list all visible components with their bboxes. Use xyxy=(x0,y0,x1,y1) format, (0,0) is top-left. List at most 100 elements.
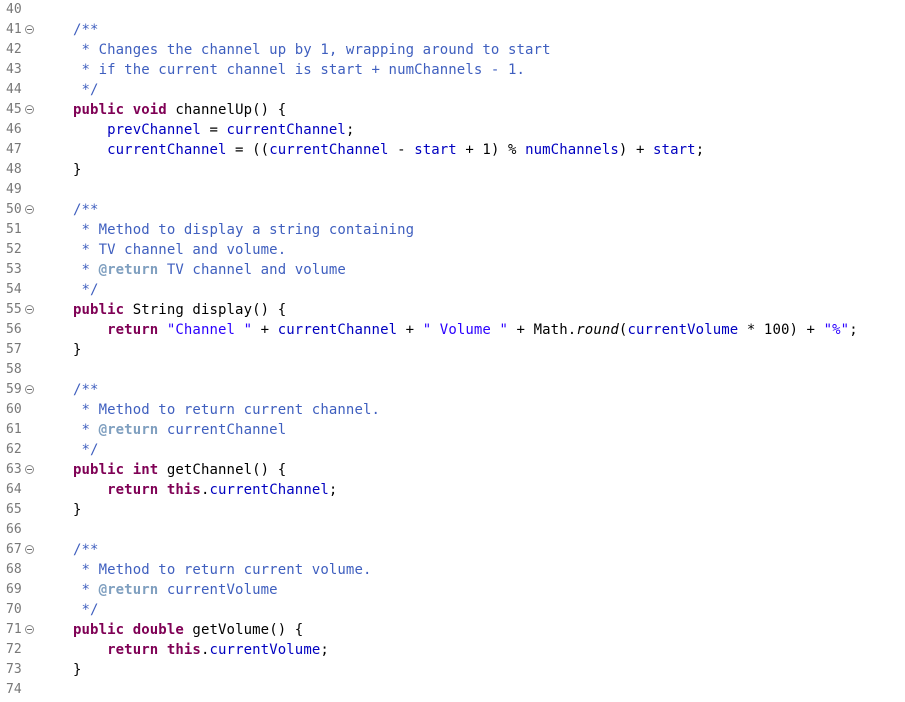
fold-collapse-icon[interactable] xyxy=(25,625,34,634)
field-token: currentChannel xyxy=(277,322,398,338)
code-text: public void channelUp() { xyxy=(73,100,286,120)
code-text: return this.currentChannel; xyxy=(73,480,337,500)
field-token: start xyxy=(414,142,457,158)
code-token xyxy=(73,482,107,498)
line-number: 40 xyxy=(6,2,22,17)
line-number: 47 xyxy=(6,142,22,157)
code-line[interactable]: 65} xyxy=(0,500,905,520)
code-line[interactable]: 69 * @return currentVolume xyxy=(0,580,905,600)
code-token: ; xyxy=(320,642,329,658)
line-number: 70 xyxy=(6,602,22,617)
code-line[interactable]: 45 public void channelUp() { xyxy=(0,100,905,120)
code-line[interactable]: 57} xyxy=(0,340,905,360)
code-token: - xyxy=(388,142,415,158)
line-number: 45 xyxy=(6,102,22,117)
comment-token: * Method to return current volume. xyxy=(73,562,372,578)
line-number: 49 xyxy=(6,182,22,197)
code-line[interactable]: 48} xyxy=(0,160,905,180)
code-line[interactable]: 56 return "Channel " + currentChannel + … xyxy=(0,320,905,340)
code-line[interactable]: 54 */ xyxy=(0,280,905,300)
code-line[interactable]: 59/** xyxy=(0,380,905,400)
code-line[interactable]: 40 xyxy=(0,0,905,20)
keyword-token: public xyxy=(73,462,125,478)
code-line[interactable]: 51 * Method to display a string containi… xyxy=(0,220,905,240)
code-token xyxy=(124,622,133,638)
line-number: 68 xyxy=(6,562,22,577)
comment-token: /** xyxy=(73,22,99,38)
code-token: ( xyxy=(618,322,628,338)
code-line[interactable]: 70 */ xyxy=(0,600,905,620)
code-token: ; xyxy=(328,482,338,498)
code-text: * Method to display a string containing xyxy=(73,220,415,240)
code-line[interactable]: 52 * TV channel and volume. xyxy=(0,240,905,260)
code-text: /** xyxy=(73,540,99,560)
field-token: currentChannel xyxy=(107,142,227,158)
code-line[interactable]: 58 xyxy=(0,360,905,380)
line-number: 54 xyxy=(6,282,22,297)
line-number: 56 xyxy=(6,322,22,337)
keyword-token: public xyxy=(73,622,125,638)
code-token: ; xyxy=(695,142,705,158)
line-number: 66 xyxy=(6,522,22,537)
code-line[interactable]: 66 xyxy=(0,520,905,540)
code-line[interactable]: 62 */ xyxy=(0,440,905,460)
code-line[interactable]: 43 * if the current channel is start + n… xyxy=(0,60,905,80)
fold-collapse-icon[interactable] xyxy=(25,465,34,474)
code-line[interactable]: 50/** xyxy=(0,200,905,220)
code-line[interactable]: 72 return this.currentVolume; xyxy=(0,640,905,660)
keyword-token: public xyxy=(73,302,125,318)
line-number: 53 xyxy=(6,262,22,277)
code-token xyxy=(73,142,107,158)
code-line[interactable]: 44 */ xyxy=(0,80,905,100)
line-number: 51 xyxy=(6,222,22,237)
fold-collapse-icon[interactable] xyxy=(25,545,34,554)
code-token: } xyxy=(73,162,82,178)
code-token: } xyxy=(73,342,82,358)
code-line[interactable]: 53 * @return TV channel and volume xyxy=(0,260,905,280)
line-number: 42 xyxy=(6,42,22,57)
code-line[interactable]: 46 prevChannel = currentChannel; xyxy=(0,120,905,140)
line-number: 43 xyxy=(6,62,22,77)
code-line[interactable]: 74 xyxy=(0,680,905,700)
code-line[interactable]: 41/** xyxy=(0,20,905,40)
javadoc-tag-token: @return xyxy=(98,262,159,278)
line-number: 60 xyxy=(6,402,22,417)
code-line[interactable]: 68 * Method to return current volume. xyxy=(0,560,905,580)
code-line[interactable]: 64 return this.currentChannel; xyxy=(0,480,905,500)
code-line[interactable]: 67 /** xyxy=(0,540,905,560)
code-line[interactable]: 60 * Method to return current channel. xyxy=(0,400,905,420)
code-line[interactable]: 61 * @return currentChannel xyxy=(0,420,905,440)
field-token: currentVolume xyxy=(209,642,321,658)
fold-collapse-icon[interactable] xyxy=(25,305,34,314)
fold-collapse-icon[interactable] xyxy=(25,385,34,394)
keyword-token: return xyxy=(107,322,159,338)
comment-token: * TV channel and volume. xyxy=(73,242,287,258)
line-number: 44 xyxy=(6,82,22,97)
code-text: * Changes the channel up by 1, wrapping … xyxy=(73,40,551,60)
code-line[interactable]: 73} xyxy=(0,660,905,680)
fold-collapse-icon[interactable] xyxy=(25,25,34,34)
code-text: * @return currentChannel xyxy=(73,420,287,440)
line-number: 63 xyxy=(6,462,22,477)
code-line[interactable]: 49 xyxy=(0,180,905,200)
fold-collapse-icon[interactable] xyxy=(25,205,34,214)
field-token: prevChannel xyxy=(107,122,201,138)
code-token: + xyxy=(397,322,423,338)
code-text: /** xyxy=(73,20,99,40)
javadoc-tag-token: @return xyxy=(98,582,159,598)
keyword-token: int xyxy=(132,462,159,478)
code-line[interactable]: 47 currentChannel = ((currentChannel - s… xyxy=(0,140,905,160)
javadoc-tag-token: @return xyxy=(98,422,159,438)
code-token: = xyxy=(200,122,227,138)
fold-collapse-icon[interactable] xyxy=(25,105,34,114)
code-text: */ xyxy=(73,440,99,460)
line-number: 67 xyxy=(6,542,22,557)
line-number: 46 xyxy=(6,122,22,137)
code-token: . xyxy=(200,482,210,498)
code-line[interactable]: 42 * Changes the channel up by 1, wrappi… xyxy=(0,40,905,60)
line-number: 52 xyxy=(6,242,22,257)
